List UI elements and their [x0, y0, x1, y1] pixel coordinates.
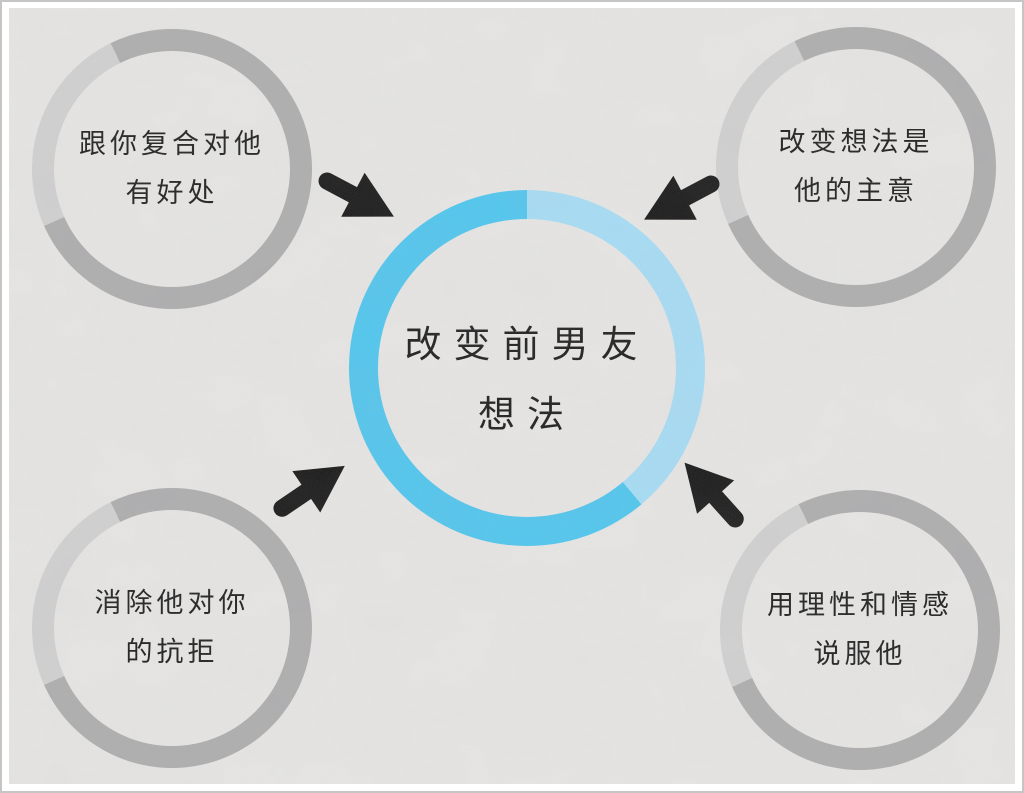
node-bottom-right: 用理性和情感 说服他 — [720, 490, 1000, 770]
node-top-right: 改变想法是 他的主意 — [716, 27, 996, 307]
node-top-left: 跟你复合对他 有好处 — [32, 29, 312, 309]
node-label-line: 跟你复合对他 — [79, 129, 265, 159]
node-label: 改变想法是 他的主意 — [716, 27, 996, 307]
node-label-line: 有好处 — [125, 178, 219, 208]
node-label-line: 改变想法是 — [778, 127, 934, 157]
center-title-line: 想法 — [478, 395, 576, 436]
node-bottom-left: 消除他对你 的抗拒 — [32, 488, 312, 768]
node-label: 跟你复合对他 有好处 — [32, 29, 312, 309]
node-center: 改变前男友 想法 — [349, 190, 705, 546]
node-label-line: 用理性和情感 — [767, 590, 953, 620]
paper-background: 跟你复合对他 有好处 改变想法是 他的主意 消除他对你 的抗拒 — [9, 8, 1015, 784]
center-title-line: 改变前男友 — [404, 325, 650, 366]
node-label-line: 的抗拒 — [125, 637, 219, 667]
node-label-line: 消除他对你 — [94, 588, 250, 618]
node-label-line: 说服他 — [813, 639, 907, 669]
node-label: 消除他对你 的抗拒 — [32, 488, 312, 768]
node-label: 用理性和情感 说服他 — [720, 490, 1000, 770]
node-label-line: 他的主意 — [794, 176, 918, 206]
center-title: 改变前男友 想法 — [349, 203, 705, 559]
